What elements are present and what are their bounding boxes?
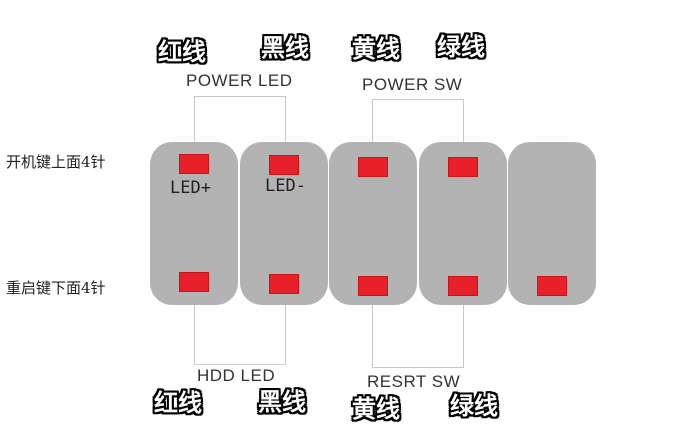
hdd-led-bracket-bottom	[194, 364, 286, 365]
wire-label-bottom-black: 黑线	[258, 388, 306, 416]
bottom-row-side-label: 重启键下面4针	[6, 279, 106, 297]
pin-bottom-3	[358, 276, 388, 296]
led-minus-label: LED-	[265, 176, 306, 196]
pin-top-4	[448, 157, 478, 177]
power-led-bracket-top	[194, 96, 286, 97]
hdd-led-label: HDD LED	[197, 366, 276, 385]
wire-label-bottom-green: 绿线	[450, 392, 498, 420]
wire-label-top-yellow: 黄线	[352, 35, 400, 63]
reset-sw-bracket-left	[372, 305, 373, 368]
power-sw-bracket-left	[372, 99, 373, 142]
pin-bottom-1	[179, 272, 209, 292]
wire-label-top-green: 绿线	[437, 33, 485, 61]
wire-label-top-red: 红线	[158, 38, 206, 66]
power-led-bracket-right	[285, 96, 286, 142]
wire-label-top-black: 黑线	[261, 34, 309, 62]
top-row-side-label: 开机键上面4针	[6, 153, 106, 171]
hdd-led-bracket-left	[194, 305, 195, 365]
pin-top-3	[358, 157, 388, 177]
hdd-led-bracket-right	[285, 305, 286, 365]
pin-bottom-4	[448, 276, 478, 296]
power-sw-bracket-right	[463, 99, 464, 142]
power-led-bracket-left	[194, 96, 195, 142]
power-sw-bracket-top	[372, 99, 464, 100]
pin-bottom-2	[269, 274, 299, 294]
pin-top-1	[179, 154, 209, 174]
pin-bottom-5	[537, 276, 567, 296]
reset-sw-bracket-bottom	[372, 367, 464, 368]
reset-sw-bracket-right	[463, 305, 464, 368]
pin-top-2	[269, 155, 299, 175]
wire-label-bottom-yellow: 黄线	[352, 395, 400, 423]
led-plus-label: LED+	[170, 178, 211, 198]
power-led-label: POWER LED	[186, 71, 293, 90]
reset-sw-label: RESRT SW	[367, 372, 461, 391]
power-sw-label: POWER SW	[362, 75, 463, 94]
wire-label-bottom-red: 红线	[154, 389, 202, 417]
